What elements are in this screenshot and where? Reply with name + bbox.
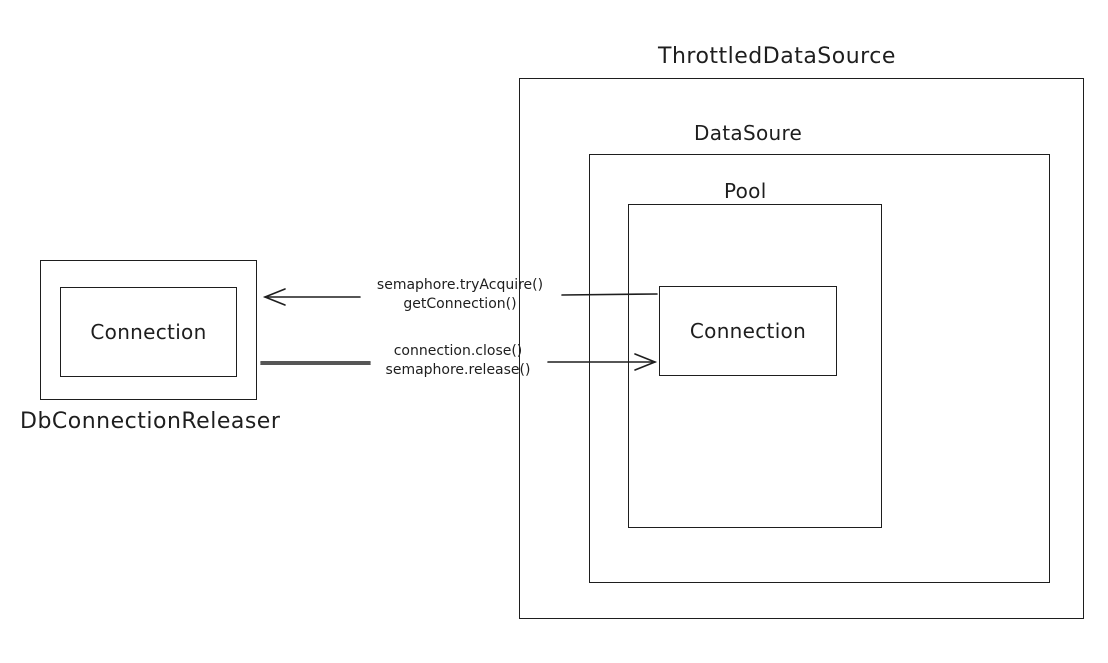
release-arrow-label-line1: connection.close() [393,343,523,359]
pool-connection-box: Connection [659,286,837,376]
releaser-connection-label: Connection [90,320,207,344]
acquire-arrow-label: semaphore.tryAcquire() getConnection() [360,276,560,314]
pool-box [628,204,882,528]
releaser-title: DbConnectionReleaser [20,409,281,434]
pool-title: Pool [724,179,767,203]
releaser-connection-box: Connection [60,287,237,377]
acquire-arrow-label-line2: getConnection() [403,296,517,312]
release-arrowhead [634,353,658,371]
release-arrow-label-line2: semaphore.release() [385,362,531,378]
throttled-datasource-title: ThrottledDataSource [658,44,896,69]
datasource-title: DataSoure [694,121,803,145]
release-arrow [260,353,658,371]
acquire-arrow-label-line1: semaphore.tryAcquire() [376,277,544,293]
acquire-arrow-line-right [561,293,658,296]
datasource-box [589,154,1050,583]
acquire-arrow [262,288,658,306]
acquire-arrowhead [262,288,286,306]
throttled-datasource-box [519,78,1084,619]
pool-connection-label: Connection [689,319,807,343]
release-arrow-label: connection.close() semaphore.release() [358,342,558,380]
releaser-outer-box [40,260,257,400]
